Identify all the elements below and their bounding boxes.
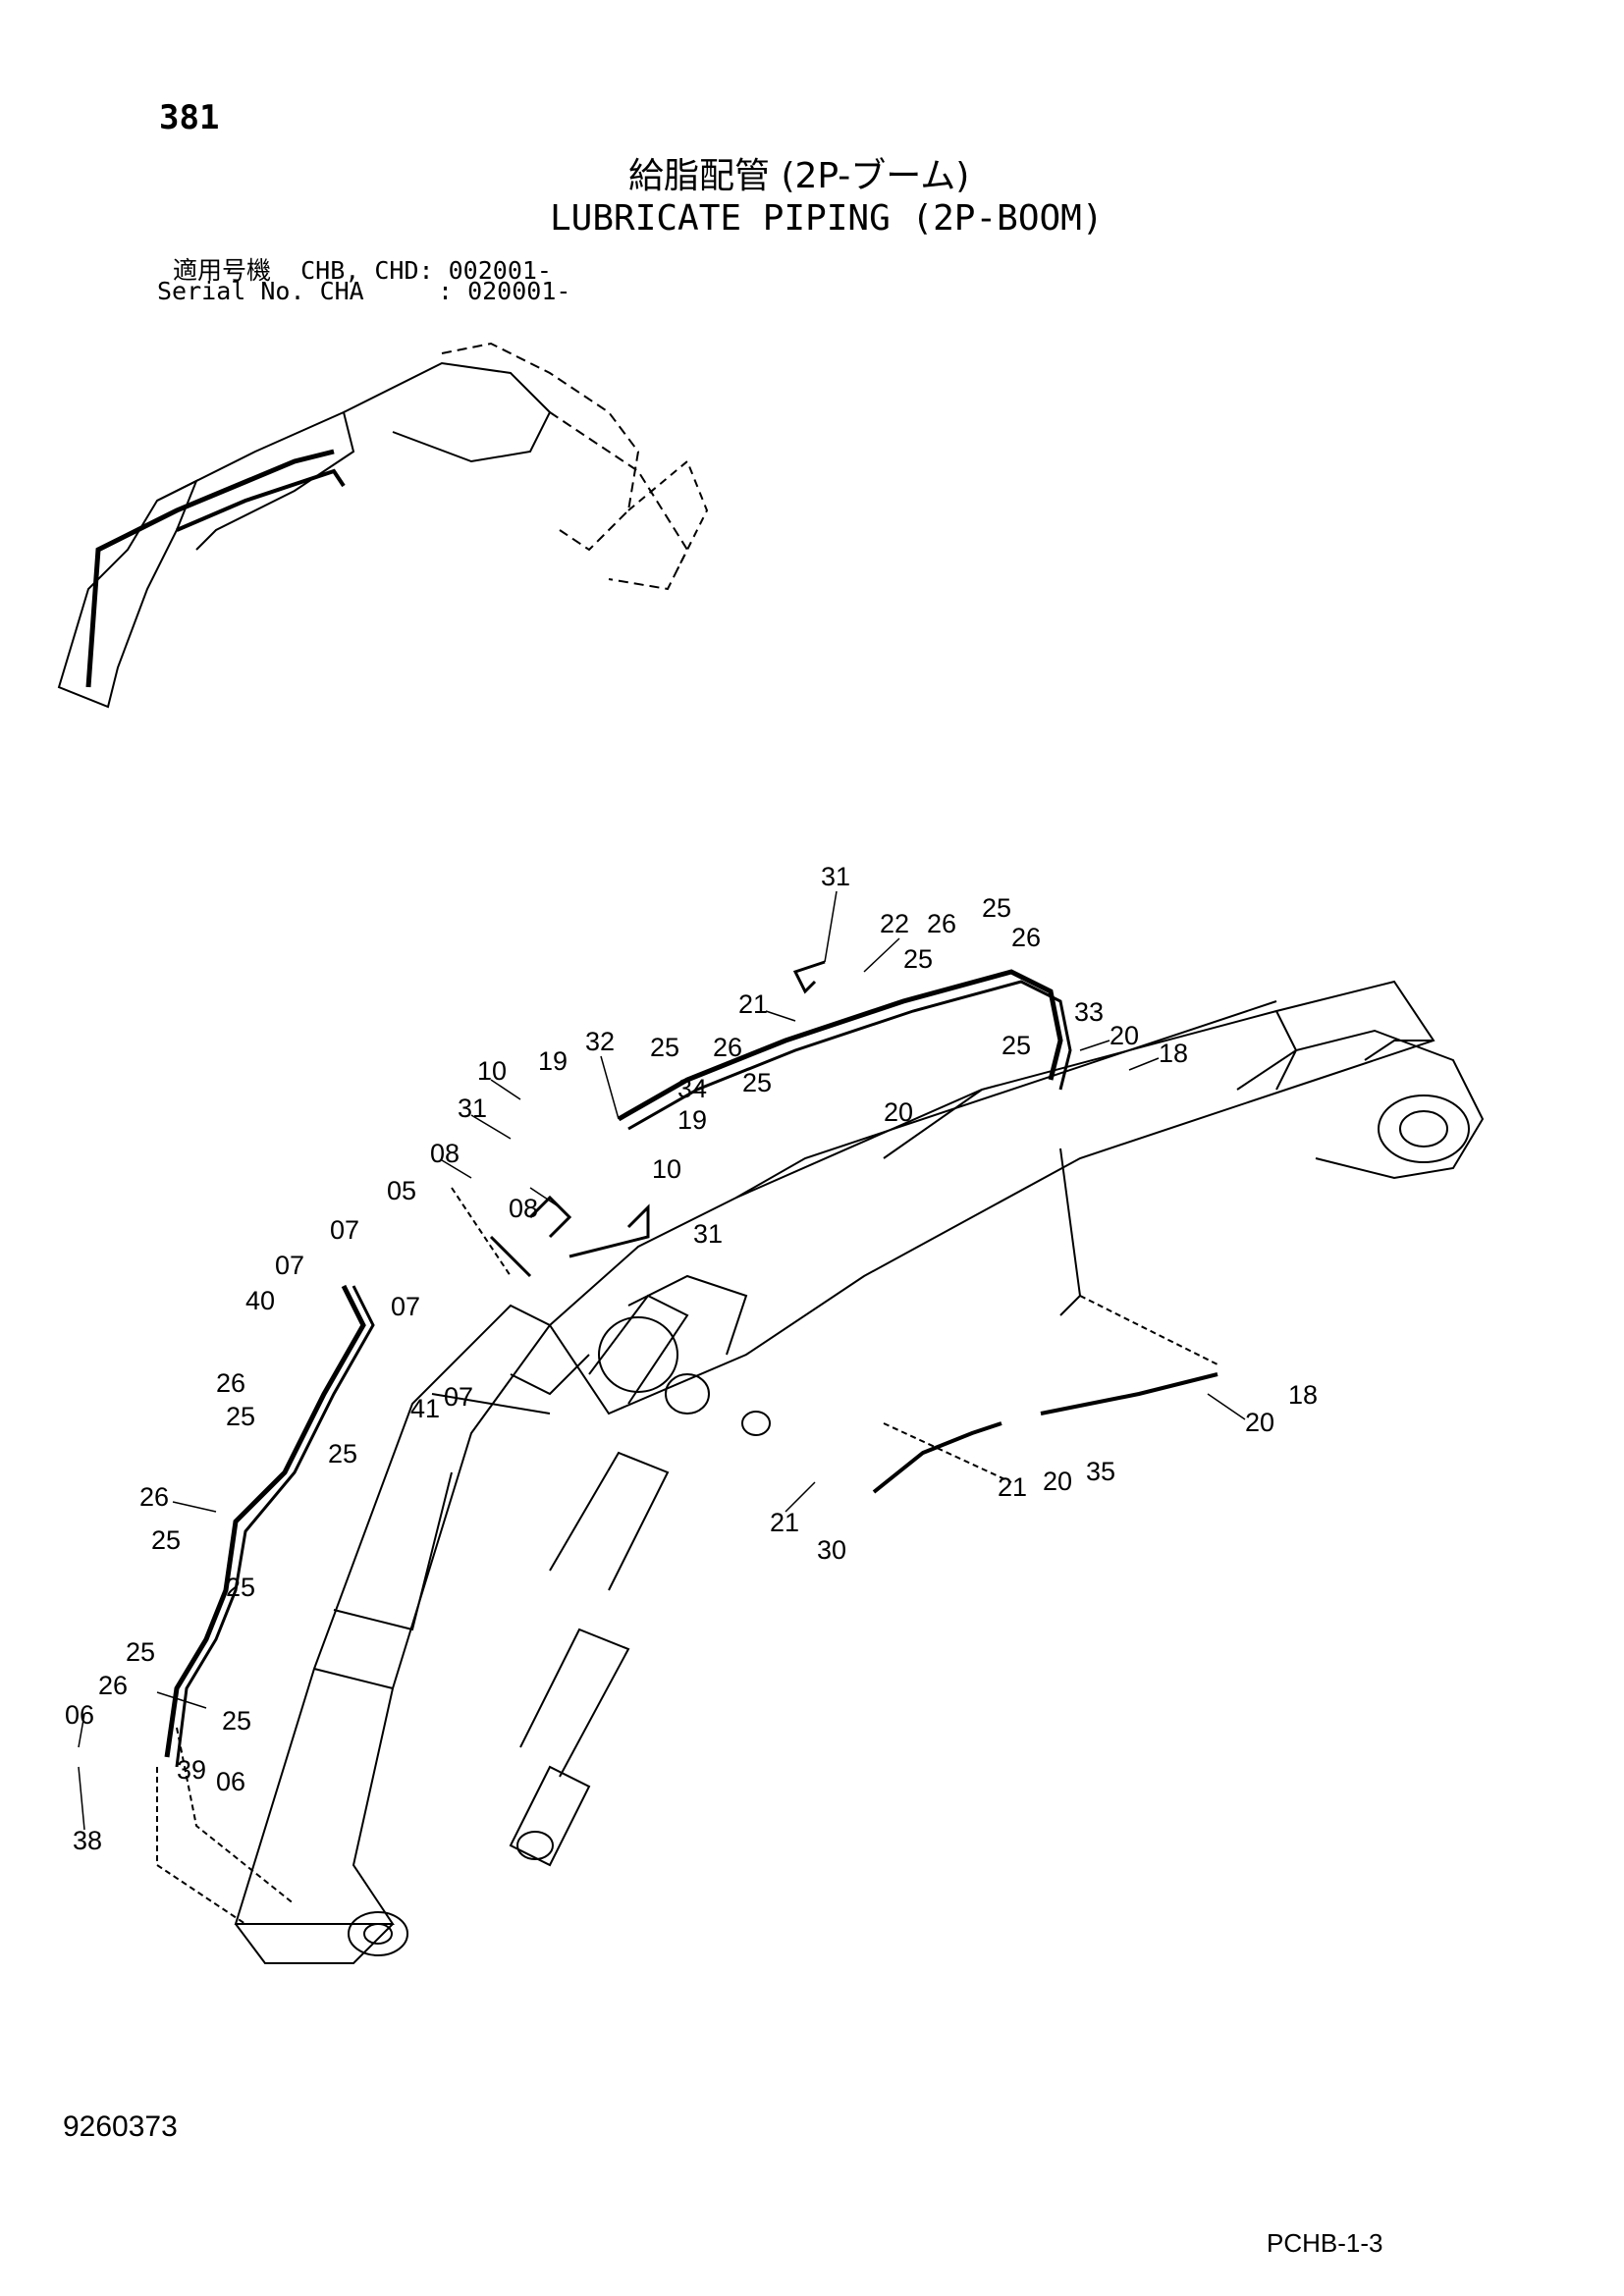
callout-label: 21 bbox=[770, 1508, 799, 1537]
applicability-line-2: Serial No. CHA : 020001- bbox=[157, 277, 571, 305]
callout-label: 21 bbox=[738, 989, 768, 1019]
title-japanese: 給脂配管 (2P-ブーム) bbox=[628, 156, 970, 196]
callout-label: 31 bbox=[693, 1219, 723, 1249]
callout-label: 07 bbox=[444, 1382, 473, 1412]
callout-label: 25 bbox=[650, 1033, 679, 1062]
callout-label: 07 bbox=[391, 1292, 420, 1321]
callout-label: 19 bbox=[538, 1046, 568, 1076]
callout-label: 08 bbox=[509, 1194, 538, 1223]
callout-label: 34 bbox=[677, 1074, 707, 1103]
applicability-line-1: 適用号機 CHB, CHD: 002001- bbox=[173, 256, 552, 285]
callout-label: 31 bbox=[458, 1094, 487, 1123]
leader-lines bbox=[78, 890, 1246, 1831]
callout-label: 25 bbox=[226, 1573, 255, 1602]
callout-label: 06 bbox=[65, 1700, 94, 1730]
callout-label: 22 bbox=[880, 909, 909, 938]
callout-label: 10 bbox=[652, 1154, 681, 1184]
callout-label: 26 bbox=[927, 909, 956, 938]
callout-label: 25 bbox=[126, 1637, 155, 1667]
callout-label: 25 bbox=[903, 944, 933, 974]
callout-label: 18 bbox=[1288, 1380, 1318, 1410]
callout-label: 26 bbox=[216, 1368, 245, 1398]
callout-label: 35 bbox=[1086, 1457, 1115, 1486]
document-number: 9260373 bbox=[63, 2110, 178, 2143]
callout-label: 26 bbox=[98, 1671, 128, 1700]
callout-label: 06 bbox=[216, 1767, 245, 1796]
callout-label: 25 bbox=[222, 1706, 251, 1735]
callout-label: 19 bbox=[677, 1105, 707, 1135]
callout-label: 26 bbox=[713, 1033, 742, 1062]
callout-label: 39 bbox=[177, 1755, 206, 1785]
callout-label: 26 bbox=[1011, 923, 1041, 952]
callout-label: 30 bbox=[817, 1535, 846, 1565]
callout-label: 07 bbox=[275, 1251, 304, 1280]
callout-label: 41 bbox=[410, 1394, 440, 1423]
callout-label: 25 bbox=[151, 1525, 181, 1555]
callout-label: 31 bbox=[821, 862, 850, 891]
callout-label: 20 bbox=[1245, 1408, 1274, 1437]
callout-label: 40 bbox=[245, 1286, 275, 1315]
callout-labels: 31 22 26 25 26 25 21 33 20 18 25 32 25 2… bbox=[65, 862, 1318, 1855]
callout-label: 26 bbox=[139, 1482, 169, 1512]
callout-label: 08 bbox=[430, 1139, 460, 1168]
callout-label: 25 bbox=[1001, 1031, 1031, 1060]
callout-label: 18 bbox=[1159, 1039, 1188, 1068]
callout-label: 38 bbox=[73, 1826, 102, 1855]
callout-label: 07 bbox=[330, 1215, 359, 1245]
overview-sketch bbox=[57, 342, 709, 709]
callout-label: 25 bbox=[226, 1402, 255, 1431]
callout-label: 32 bbox=[585, 1027, 615, 1056]
title-english: LUBRICATE PIPING (2P-BOOM) bbox=[550, 198, 1104, 239]
callout-label: 21 bbox=[998, 1472, 1027, 1502]
callout-label: 20 bbox=[1110, 1021, 1139, 1050]
callout-label: 05 bbox=[387, 1176, 416, 1205]
boom-assembly bbox=[156, 960, 1485, 1964]
callout-label: 20 bbox=[1043, 1467, 1072, 1496]
sheet-id: PCHB-1-3 bbox=[1267, 2228, 1383, 2258]
page-number: 381 bbox=[159, 98, 220, 137]
callout-label: 25 bbox=[742, 1068, 772, 1097]
callout-label: 25 bbox=[328, 1439, 357, 1468]
callout-label: 25 bbox=[982, 893, 1011, 923]
callout-label: 33 bbox=[1074, 997, 1104, 1027]
callout-label: 20 bbox=[884, 1097, 913, 1127]
